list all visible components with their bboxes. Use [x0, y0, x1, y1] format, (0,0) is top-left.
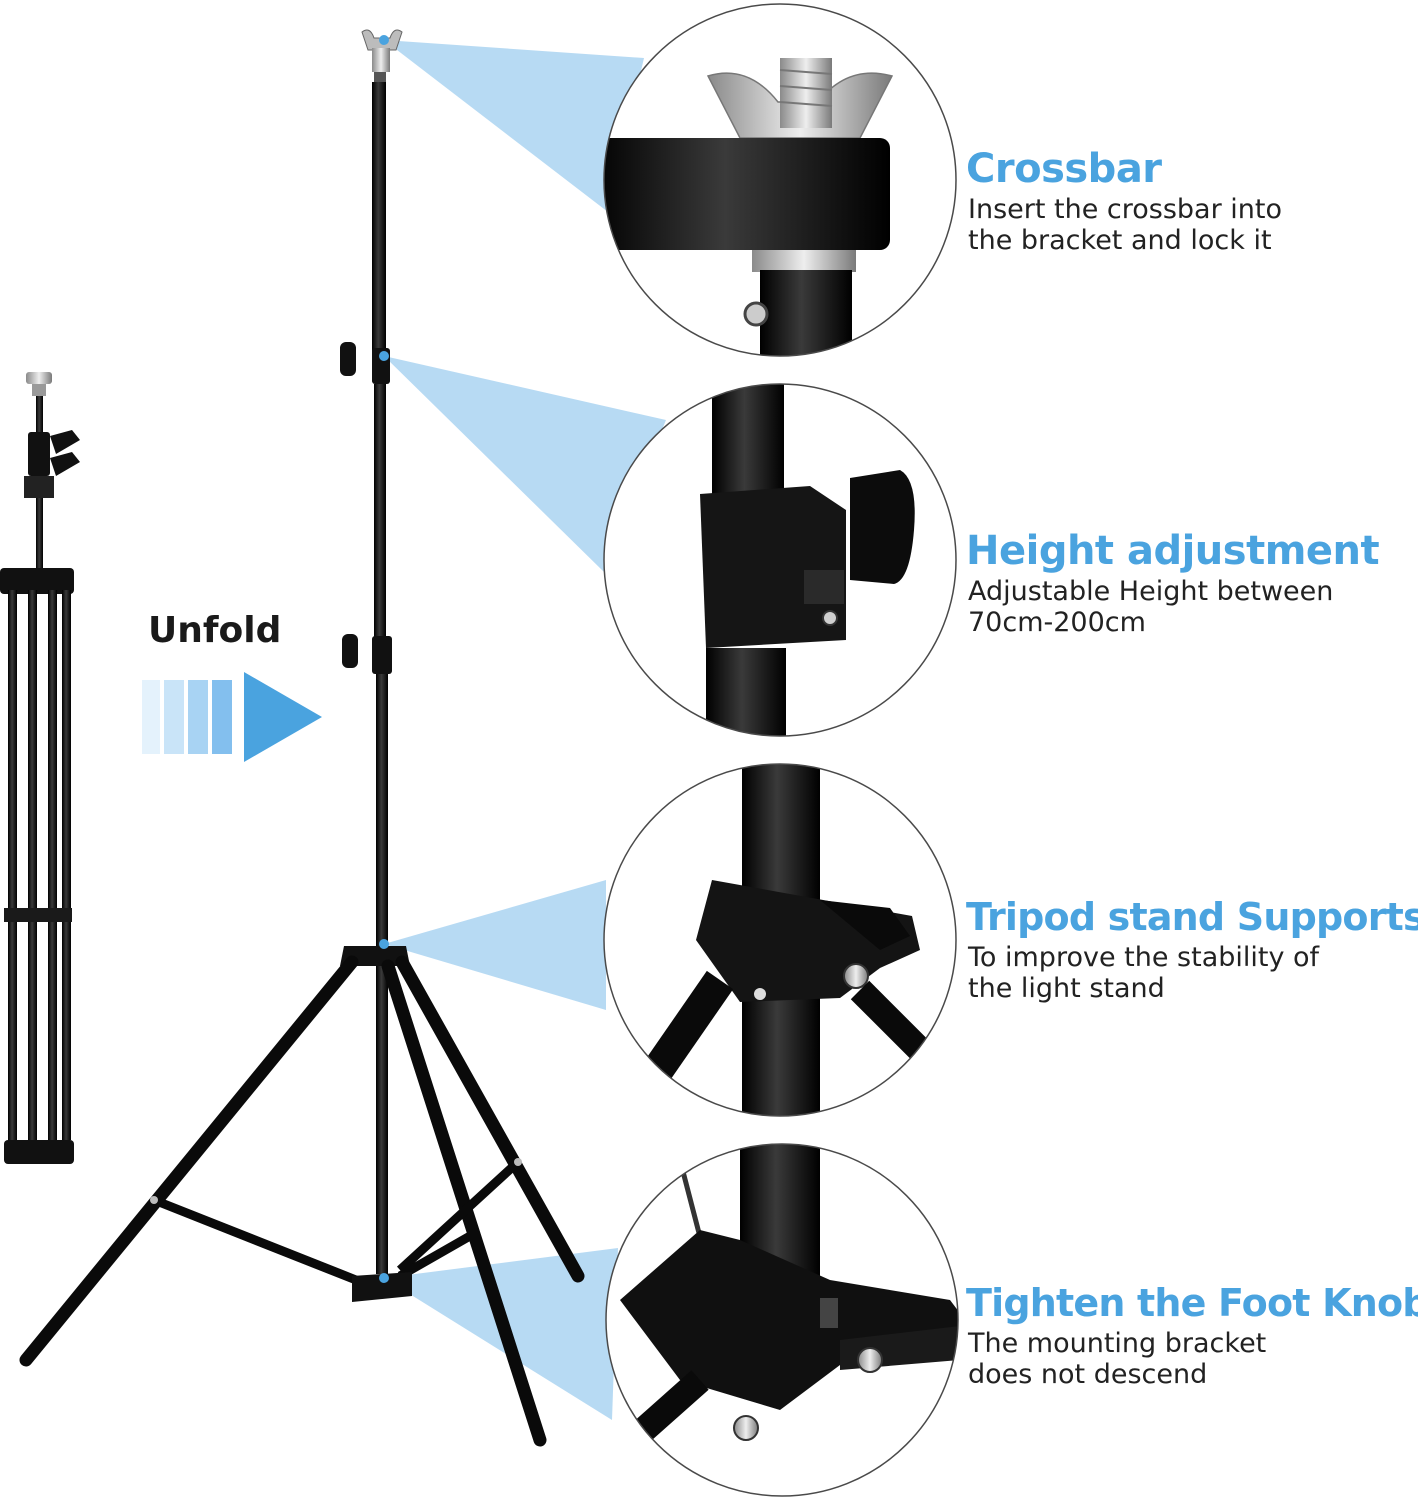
feature-crossbar: Crossbar Insert the crossbar into the br… [966, 146, 1418, 256]
beam-crossbar [384, 40, 644, 212]
unfolded-stand [19, 29, 585, 1447]
unfold-label: Unfold [148, 610, 282, 651]
feature-description: Insert the crossbar into the bracket and… [968, 194, 1283, 256]
feature-foot-knob: Tighten the Foot Knob The mounting brack… [966, 1280, 1418, 1390]
unfold-arrow-icon [142, 672, 322, 762]
feature-title: Tighten the Foot Knob [966, 1281, 1418, 1325]
feature-height-adjustment: Height adjustment Adjustable Height betw… [966, 528, 1418, 638]
folded-stand [0, 372, 80, 1164]
feature-description: Adjustable Height between 70cm-200cm [968, 576, 1334, 638]
feature-title: Height adjustment [966, 528, 1380, 574]
detail-circle-crossbar [603, 3, 957, 357]
feature-title: Crossbar [966, 146, 1162, 192]
beam-tripod [384, 880, 606, 1010]
detail-circle-foot [605, 1143, 959, 1497]
feature-description: The mounting bracket does not descend [968, 1328, 1267, 1390]
feature-tripod-supports: Tripod stand Supports To improve the sta… [966, 894, 1418, 1004]
detail-circle-height [603, 383, 957, 737]
detail-circle-tripod [603, 763, 957, 1117]
beam-height [384, 356, 666, 572]
feature-description: To improve the stability of the light st… [968, 942, 1320, 1004]
feature-title: Tripod stand Supports [966, 895, 1418, 939]
